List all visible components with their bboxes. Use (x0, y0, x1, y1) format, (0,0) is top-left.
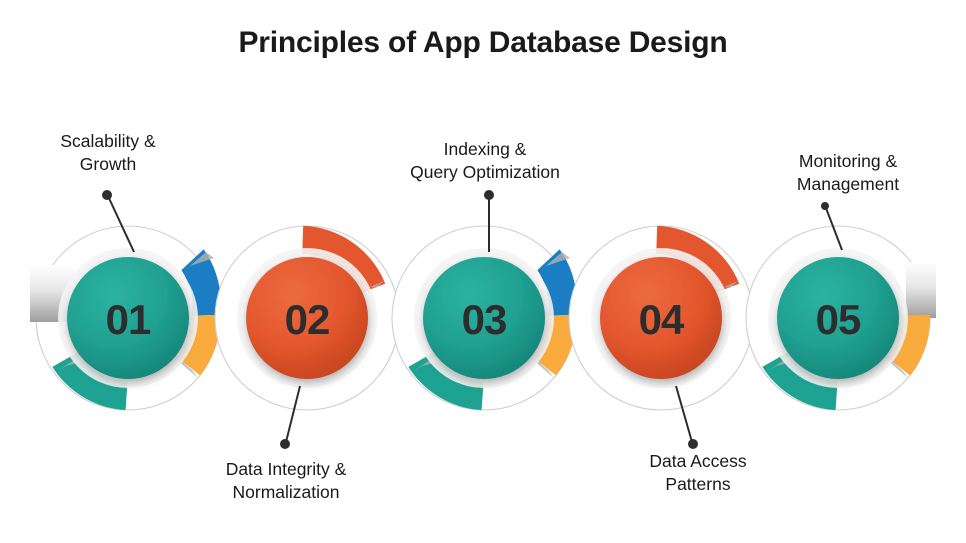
step-group-02[interactable]: 02 (214, 225, 400, 449)
arc-teal-05 (762, 352, 838, 411)
connector-dot-01 (102, 190, 112, 200)
step-group-01[interactable]: 01 (30, 190, 222, 411)
step-disc-04[interactable] (600, 257, 722, 379)
step-label-03: Indexing &Query Optimization (410, 139, 560, 183)
step-disc-01[interactable] (67, 257, 189, 379)
arc-blue-03 (537, 249, 577, 316)
arc-amber-01 (178, 314, 220, 376)
step-label-05: Monitoring &Management (796, 151, 900, 195)
arc-blue-03-fold (539, 252, 570, 272)
arc-blue-01-fold (183, 252, 214, 272)
step-label-02: Data Integrity &Normalization (225, 459, 347, 503)
step-number-01: 01 (106, 296, 151, 343)
step-disc-05[interactable] (777, 257, 899, 379)
connector-dot-04 (688, 439, 698, 449)
step-label-01: Scalability &Growth (60, 131, 156, 175)
arc-blue-01 (181, 249, 221, 316)
connector-dot-02 (280, 439, 290, 449)
connector-line-02 (285, 385, 301, 443)
arc-teal-01 (52, 352, 128, 411)
step-number-04: 04 (639, 296, 685, 343)
ribbon-end-right-icon (906, 262, 936, 318)
step-group-03[interactable]: 03 (391, 190, 578, 411)
step-group-05[interactable]: 05 (745, 202, 936, 411)
connector-line-01 (107, 195, 135, 253)
page-title: Principles of App Database Design (238, 26, 728, 59)
step-disc-03[interactable] (423, 257, 545, 379)
connector-dot-03 (484, 190, 494, 200)
step-number-02: 02 (285, 296, 330, 343)
step-disc-02[interactable] (246, 257, 368, 379)
step-number-03: 03 (462, 296, 507, 343)
step-group-04[interactable]: 04 (568, 225, 754, 449)
arc-amber-03 (534, 314, 576, 376)
connector-line-05 (825, 207, 843, 251)
connector-line-04 (675, 385, 693, 443)
step-number-05: 05 (816, 296, 861, 343)
connector-dot-05 (821, 202, 829, 210)
arc-amber-05 (888, 314, 930, 376)
arc-teal-03 (408, 352, 484, 411)
